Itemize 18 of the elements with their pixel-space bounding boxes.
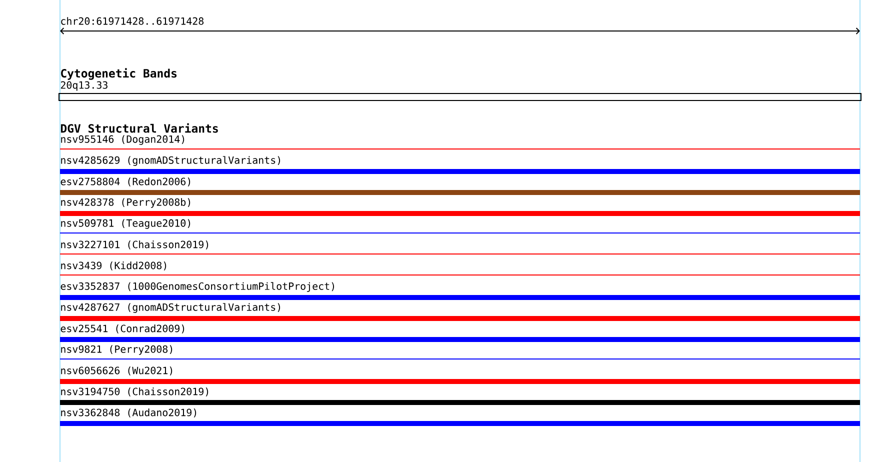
variant-label: esv2758804 (Redon2006) — [60, 178, 190, 186]
variant-label: nsv3362848 (Audano2019) — [61, 408, 196, 418]
variant-label: nsv428378 (Perry2008b) — [61, 198, 190, 208]
track-title: Cytogenetic Bands — [61, 68, 177, 80]
variant-label: nsv4285629 (gnomADStructuralVariants) — [61, 156, 280, 166]
variant-label: esv3352837 (1000GenomesConsortiumPilotProject) — [60, 282, 334, 292]
variant-label: nsv6056626 (Wu2021) — [61, 366, 172, 376]
variant-label: esv25541 (Conrad2009) — [60, 324, 184, 334]
band-label: 20q13.33 — [60, 81, 108, 91]
location-label: chr20:61971428..61971428 — [61, 17, 204, 25]
variant-label: nsv4287627 (gnomADStructuralVariants) — [61, 303, 280, 313]
variant-label: nsv3439 (Kidd2008) — [61, 262, 166, 270]
variant-label: nsv509781 (Teague2010) — [61, 219, 190, 229]
variant-label: nsv3227101 (Chaisson2019) — [61, 240, 208, 250]
variant-label: nsv9821 (Perry2008) — [61, 345, 172, 355]
track-title: DGV Structural Variants — [60, 123, 218, 133]
variant-label: nsv955146 (Dogan2014) — [61, 135, 184, 145]
variant-label: nsv3194750 (Chaisson2019) — [61, 388, 208, 396]
